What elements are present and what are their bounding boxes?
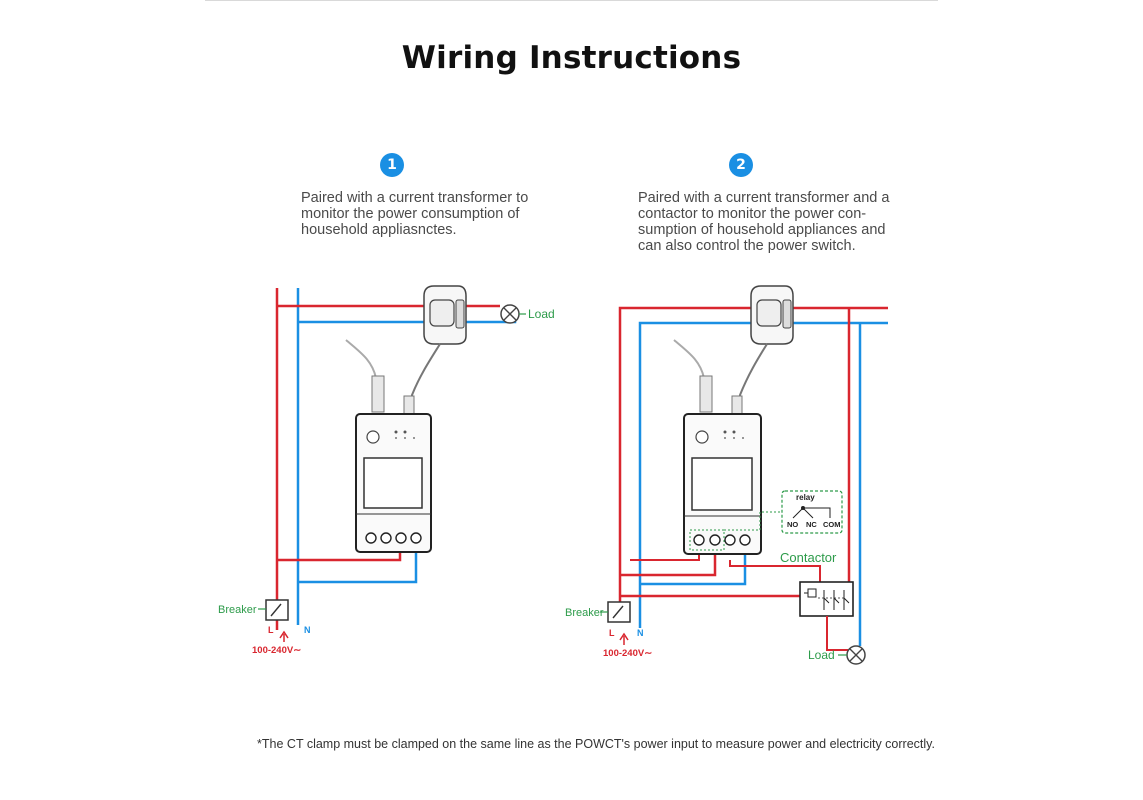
diagram-2-neutral-label: N [637,628,644,638]
footnote: *The CT clamp must be clamped on the sam… [257,737,935,751]
top-divider [205,0,938,1]
power-meter-icon [683,413,762,555]
power-meter-icon [355,413,432,553]
ct-cable-gland-2 [731,395,743,415]
diagram-2-load-label: Load [808,648,835,662]
relay-icon [724,490,843,534]
step-2-badge: 2 [729,153,753,177]
breaker-icon [600,601,631,623]
step-2-description: Paired with a current transformer and a … [638,190,890,254]
contactor-label: Contactor [780,550,837,565]
diagram-2-breaker-label: Breaker [565,607,604,619]
contactor-icon [799,581,854,617]
ct-cable-2 [737,343,768,413]
diagram-2-live-label: L [609,628,615,638]
current-transformer-icon [750,285,794,345]
breaker-icon [258,599,289,621]
page-title: Wiring Instructions [401,40,742,76]
relay-com-label: COM [823,520,841,529]
relay-nc-label: NC [806,520,817,529]
diagram-1-live-label: L [268,625,274,635]
cable-gland [371,375,385,413]
contactor-to-load-wire [826,616,848,651]
relay-label: relay [796,493,815,502]
lamp-load-icon [500,304,526,324]
relay-no-label: NO [787,520,798,529]
ct-cable [409,343,441,413]
diagram-1-load-label: Load [528,307,555,321]
diagram-1-neutral-label: N [304,625,311,635]
diagram-2-voltage-label: 100-240V∼ [603,648,652,659]
step-1-badge: 1 [380,153,404,177]
lamp-load-icon [838,645,866,665]
cable-gland-2 [699,375,713,413]
diagram-2-wires [618,306,888,646]
current-transformer-icon [423,285,467,345]
step-1-description: Paired with a current transformer to mon… [301,190,529,238]
diagram-1-voltage-label: 100-240V∼ [252,645,301,656]
diagram-1-breaker-label: Breaker [218,604,257,616]
